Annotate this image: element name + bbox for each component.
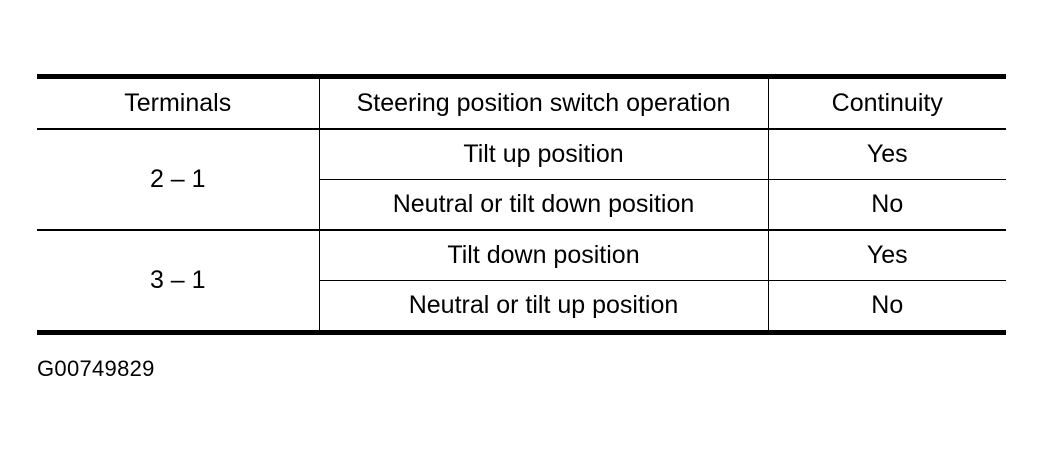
terminal-pair-cell: 3 – 1 <box>37 229 320 333</box>
terminal-pair-cell: 2 – 1 <box>37 128 320 230</box>
figure-id: G00749829 <box>37 356 155 381</box>
table-header: Terminals Steering position switch opera… <box>37 76 1006 130</box>
operation-cell: Neutral or tilt up position <box>319 280 769 333</box>
table-row: 3 – 1 Tilt down position Yes <box>37 229 1006 333</box>
header-terminals: Terminals <box>37 76 320 130</box>
continuity-cell: Yes <box>767 229 1006 281</box>
continuity-cell: No <box>767 179 1006 231</box>
operation-cell: Tilt down position <box>318 229 769 281</box>
operation-cell: Neutral or tilt down position <box>319 179 769 231</box>
table-row: Neutral or tilt down position No <box>37 179 1006 231</box>
continuity-cell: No <box>767 280 1006 333</box>
table-row: 2 – 1 Tilt up position Yes <box>37 128 1006 230</box>
header-continuity: Continuity <box>767 76 1006 130</box>
header-operation: Steering position switch operation <box>318 76 769 130</box>
table-body: 2 – 1 Tilt up position Yes Neutral or ti… <box>37 128 1006 333</box>
table-row: Neutral or tilt up position No <box>37 280 1006 333</box>
header-row: Terminals Steering position switch opera… <box>37 76 1006 130</box>
continuity-cell: Yes <box>767 128 1006 180</box>
continuity-spec-table: Terminals Steering position switch opera… <box>37 74 1006 335</box>
operation-cell: Tilt up position <box>318 128 769 180</box>
